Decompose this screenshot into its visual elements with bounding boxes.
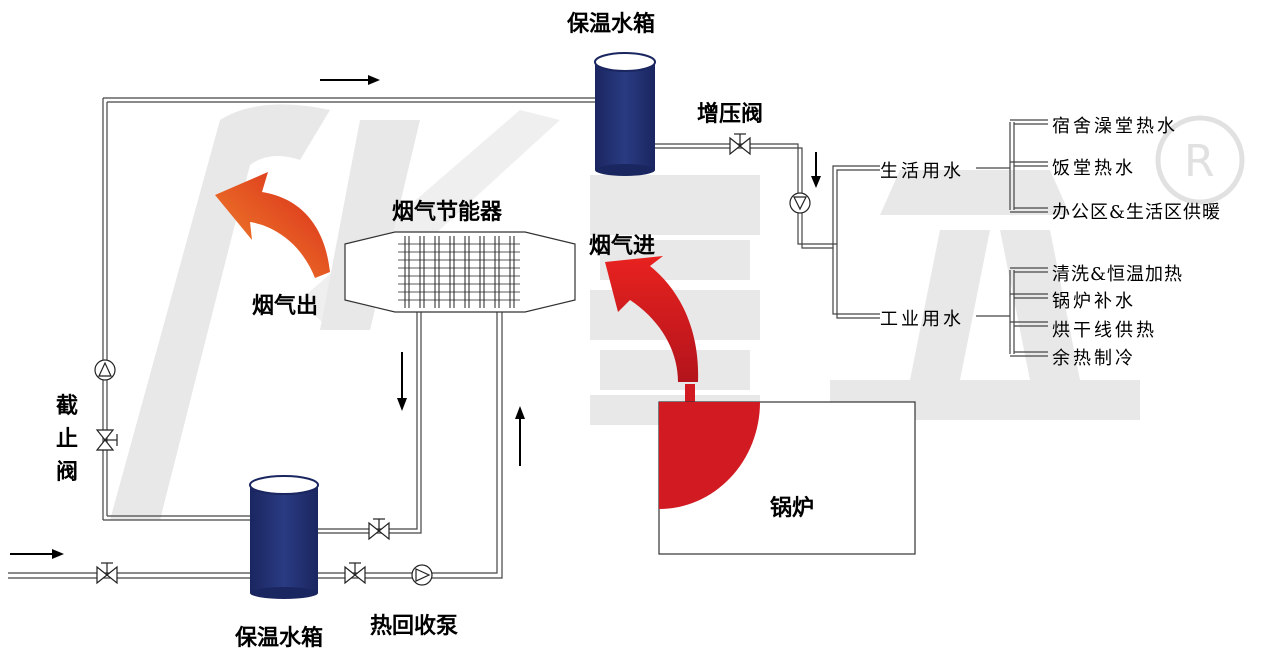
- boiler: [658, 384, 916, 555]
- list-item: 烘干线供热: [1052, 320, 1157, 341]
- label-flue-out: 烟气出: [252, 294, 319, 319]
- svg-text:R: R: [1184, 136, 1215, 187]
- list-item: 饭堂热水: [1052, 158, 1136, 179]
- flue-arrow-icon: [215, 172, 330, 278]
- pump-icon: [789, 192, 811, 214]
- registered-mark-icon: [1155, 115, 1245, 205]
- label-tank-top: 保温水箱: [567, 12, 656, 37]
- label-booster-valve: 增压阀: [697, 102, 764, 127]
- label-economizer: 烟气节能器: [392, 200, 503, 225]
- pipes: [8, 97, 1048, 579]
- tank-top: [594, 52, 656, 176]
- valve-icon: [96, 562, 118, 585]
- tank-bottom: [249, 475, 319, 599]
- valves: [95, 133, 751, 585]
- label-industrial-water: 工业用水: [880, 309, 964, 330]
- flue-arrow-icon: [605, 256, 699, 382]
- label-tank-bottom: 保温水箱: [235, 626, 324, 651]
- pumps: [94, 192, 811, 586]
- label-boiler: 锅炉: [770, 496, 815, 521]
- pump-icon: [94, 359, 116, 381]
- list-item: 办公区&生活区供暖: [1052, 202, 1222, 223]
- pump-icon: [411, 564, 433, 586]
- list-item: 锅炉补水: [1052, 291, 1136, 312]
- list-item: 余热制冷: [1052, 348, 1136, 369]
- flow-arrows: [10, 75, 821, 559]
- label-flue-in: 烟气进: [589, 234, 656, 259]
- label-heat-pump: 热回收泵: [370, 614, 459, 639]
- label-domestic-water: 生活用水: [880, 161, 964, 182]
- economizer: [344, 231, 576, 313]
- list-item: 宿舍澡堂热水: [1052, 116, 1178, 137]
- valve-icon: [368, 518, 390, 541]
- list-item: 清洗&恒温加热: [1052, 264, 1184, 285]
- valve-icon: [95, 429, 118, 451]
- valve-icon: [344, 562, 366, 585]
- label-stop-valve: 截止阀: [55, 394, 78, 485]
- valve-icon: [729, 133, 751, 156]
